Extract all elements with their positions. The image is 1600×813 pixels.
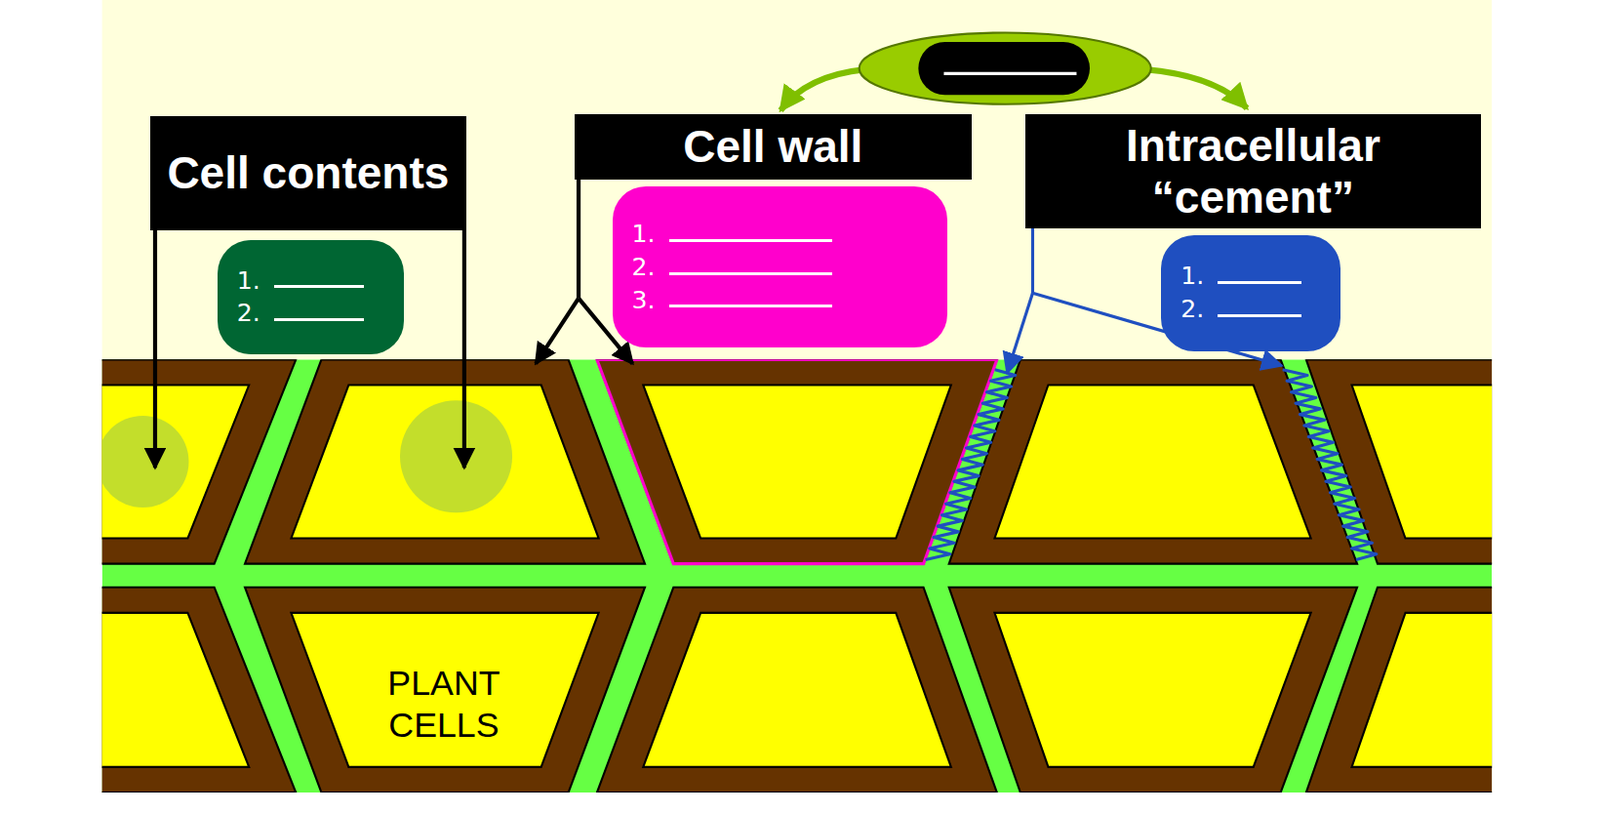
- answer-blob: 1.2.: [217, 240, 404, 355]
- term-label: Intracellular “cement”: [1035, 120, 1471, 224]
- cell-wall: [597, 587, 998, 793]
- nucleus: [400, 400, 513, 513]
- cement-scribble: [925, 369, 1016, 560]
- answer-row: 1.: [1180, 262, 1327, 290]
- curved-arrow: [780, 69, 866, 111]
- cream-background: [102, 0, 1493, 360]
- answer-blank: [669, 272, 833, 276]
- item-number: 2.: [237, 299, 261, 327]
- answer-row: 2.: [237, 299, 391, 327]
- item-number: 2.: [632, 253, 656, 281]
- term-box: Cell contents: [150, 116, 467, 231]
- cell-interior: [642, 385, 951, 539]
- answer-row: 3.: [632, 286, 934, 315]
- category-ellipse: [859, 32, 1152, 104]
- cell-interior: [102, 385, 250, 539]
- cell-interior: [290, 385, 599, 539]
- cell-interior: [994, 612, 1311, 767]
- curved-arrow: [1145, 69, 1248, 109]
- leader-arrow: [462, 226, 467, 468]
- answer-blank: [274, 318, 364, 321]
- cell-interior: [1352, 612, 1493, 767]
- cell-interior: [290, 612, 599, 767]
- leader-line: [576, 175, 581, 299]
- term-label: Cell wall: [682, 120, 863, 173]
- cell-interior: [642, 612, 952, 767]
- leader-arrow: [535, 298, 579, 364]
- answer-blob: 1. 2. 3.: [612, 186, 948, 348]
- cell-wall: [1306, 587, 1492, 793]
- answer-row: 2.: [632, 253, 934, 281]
- nucleus: [102, 415, 190, 508]
- item-number: 1.: [237, 267, 261, 295]
- blank-pill: [918, 41, 1090, 95]
- intercellular-ground: [102, 359, 1493, 793]
- answer-blank: [1217, 280, 1302, 284]
- leader-arrow: [153, 226, 158, 468]
- term-box: Intracellular “cement”: [1025, 114, 1480, 229]
- item-number: 3.: [632, 286, 656, 315]
- term-box: Cell wall: [574, 114, 972, 180]
- cell-wall: [949, 587, 1358, 793]
- leader-arrow: [1006, 292, 1033, 373]
- answer-blank: [669, 304, 833, 308]
- cell-interior: [995, 385, 1312, 539]
- cell-interior: [102, 612, 250, 767]
- answer-row: 2.: [1180, 295, 1327, 323]
- cell-interior: [1352, 385, 1493, 539]
- answer-row: 1.: [237, 267, 391, 295]
- cell-grid: [102, 359, 1493, 793]
- answer-row: 1.: [632, 220, 934, 248]
- blank-line: [943, 72, 1077, 76]
- term-label: Cell contents: [166, 147, 449, 200]
- highlighted-cell-wall: [597, 359, 998, 563]
- item-number: 1.: [1180, 262, 1204, 290]
- cell-label: PLANT CELLS: [352, 647, 536, 760]
- answer-blank: [669, 239, 833, 242]
- cell-wall: [244, 587, 645, 793]
- answer-blank: [274, 284, 364, 288]
- answer-blob: 1.2.: [1160, 235, 1341, 352]
- cell-wall: [597, 359, 998, 563]
- leader-line: [1031, 224, 1035, 293]
- cell-wall: [244, 359, 645, 563]
- item-number: 2.: [1180, 295, 1204, 323]
- cell-label: PLANT CELLS: [352, 662, 536, 747]
- item-number: 1.: [632, 220, 656, 248]
- cement-scribble: [1282, 369, 1377, 560]
- answer-blank: [1217, 314, 1302, 318]
